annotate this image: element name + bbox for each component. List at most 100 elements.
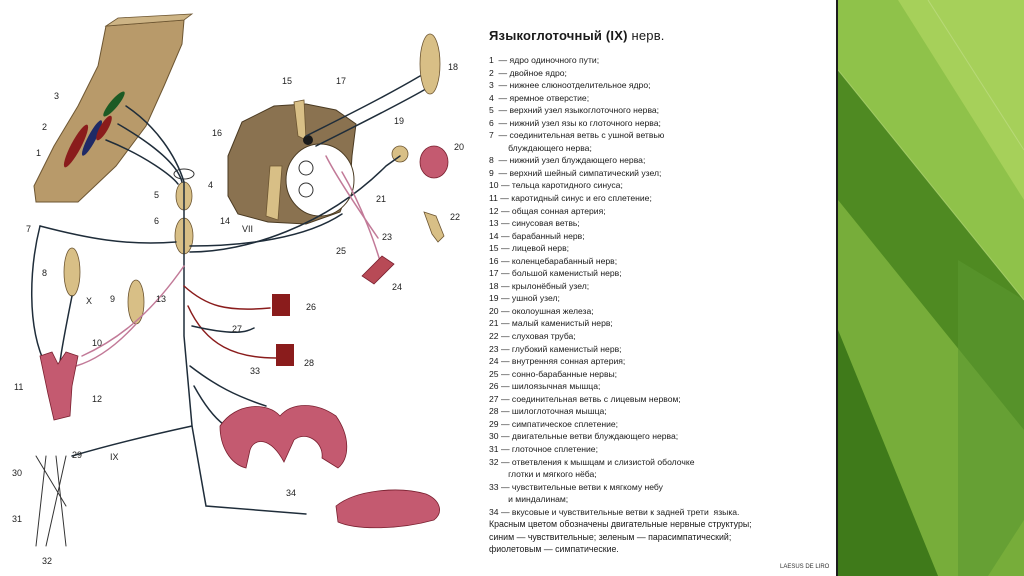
legend-item: 2 — двойное ядро; [489, 67, 567, 78]
label-11: 11 [14, 382, 23, 392]
label-3: 3 [54, 91, 59, 101]
label-roman-ix: IX [110, 452, 119, 462]
label-20: 20 [454, 142, 464, 152]
internal-carotid [361, 255, 395, 285]
temporal-bone [227, 99, 357, 225]
image-credit: LAESUS DE LIRO [780, 564, 830, 570]
label-32: 32 [42, 556, 52, 566]
legend-item: 6 — нижний узел язы ко глоточного нерва; [489, 117, 661, 128]
green-facets [838, 0, 1024, 576]
legend-item: 29 — симпатическое сплетение; [489, 418, 619, 429]
stylohyoid-muscle [272, 294, 290, 316]
label-31: 31 [12, 514, 22, 524]
legend-item: 26 — шилоязычная мышца; [489, 381, 601, 392]
legend-item: 28 — шилоглоточная мышца; [489, 406, 607, 417]
label-12: 12 [92, 394, 102, 404]
glossopharyngeal-figure: 1 2 3 4 5 6 7 8 9 10 11 12 13 14 15 16 1… [6, 6, 832, 570]
legend-item: 8 — нижний узел блуждающего нерва; [489, 155, 646, 166]
legend-item: 14 — барабанный нерв; [489, 230, 585, 241]
label-18: 18 [448, 62, 458, 72]
legend-item: 30 — двигательные ветви блуждающего нерв… [489, 431, 679, 442]
legend-item: 22 — слуховая труба; [489, 331, 576, 342]
label-28: 28 [304, 358, 314, 368]
label-19: 19 [394, 116, 404, 126]
soft-palate [219, 405, 348, 469]
label-10: 10 [92, 338, 102, 348]
color-key-note: Красным цветом обозначены двигательные н… [489, 519, 752, 555]
decorative-green-panel [838, 0, 1024, 576]
tongue [335, 489, 440, 529]
label-26: 26 [306, 302, 316, 312]
auditory-tube [423, 211, 445, 243]
legend-item: 5 — верхний узел языкоглоточного нерва; [489, 105, 660, 116]
label-29: 29 [72, 450, 82, 460]
legend-item: 13 — синусовая ветвь; [489, 218, 580, 229]
legend-item: 3 — нижнее слюноотделительное ядро; [489, 80, 651, 91]
tympanic-cavity [285, 143, 355, 217]
anatomy-diagram: 1 2 3 4 5 6 7 8 9 10 11 12 13 14 15 16 1… [12, 13, 464, 566]
legend-item: 10 — тельца каротидного синуса; [489, 180, 623, 191]
legend-item: 20 — околоушная железа; [489, 305, 594, 316]
legend-item: 17 — большой каменистый нерв; [489, 268, 622, 279]
label-2: 2 [42, 122, 47, 132]
legend-item: 21 — малый каменистый нерв; [489, 318, 613, 329]
legend-item: 4 — яремное отверстие; [489, 92, 590, 103]
label-14: 14 [220, 216, 230, 226]
parotid-gland [419, 145, 449, 179]
figure-title: Языкоглоточный (IX) нерв. [489, 28, 829, 43]
label-17: 17 [336, 76, 346, 86]
legend-list: 1 — ядро одиночного пути; 2 — двойное яд… [489, 54, 829, 518]
label-30: 30 [12, 468, 22, 478]
legend-item: 18 — крылонёбный узел; [489, 280, 590, 291]
legend-panel: Языкоглоточный (IX) нерв. 1 — ядро одино… [489, 28, 829, 568]
legend-item: 33 — чувствительные ветви к мягкому небу… [489, 481, 663, 505]
legend-item: 23 — глубокий каменистый нерв; [489, 343, 622, 354]
label-roman-vii: VII [242, 224, 253, 234]
legend-item: 9 — верхний шейный симпатический узел; [489, 167, 662, 178]
slide-frame: 1 2 3 4 5 6 7 8 9 10 11 12 13 14 15 16 1… [6, 0, 838, 576]
legend-item: 25 — сонно-барабанные нервы; [489, 368, 618, 379]
label-33: 33 [250, 366, 260, 376]
legend-item: 1 — ядро одиночного пути; [489, 55, 600, 65]
legend-item: 11 — каротидный синус и его сплетение; [489, 193, 652, 204]
label-27: 27 [232, 324, 242, 334]
legend-item: 24 — внутренняя сонная артерия; [489, 356, 626, 367]
label-24: 24 [392, 282, 402, 292]
legend-item: 32 — ответвления к мышцам и слизистой об… [489, 456, 695, 480]
label-34: 34 [286, 488, 296, 498]
label-15: 15 [282, 76, 292, 86]
pterygopalatine-ganglion [419, 33, 441, 95]
label-23: 23 [382, 232, 392, 242]
label-25: 25 [336, 246, 346, 256]
organs [39, 145, 449, 529]
legend-item: 34 — вкусовые и чувствительные ветви к з… [489, 506, 740, 517]
legend-item: 27 — соединительная ветвь с лицевым нерв… [489, 393, 681, 404]
carotid-sinus [39, 351, 79, 421]
inferior-ganglion-x [63, 247, 81, 297]
figure-title-suffix: нерв. [627, 28, 665, 43]
label-16: 16 [212, 128, 222, 138]
label-roman-x: X [86, 296, 92, 306]
brainstem-section [33, 13, 194, 203]
label-9: 9 [110, 294, 115, 304]
figure-title-main: Языкоглоточный (IX) [489, 28, 628, 43]
label-22: 22 [450, 212, 460, 222]
legend-item: 31 — глоточное сплетение; [489, 443, 598, 454]
label-8: 8 [42, 268, 47, 278]
salivatory-nucleus [103, 91, 125, 117]
nucleus-ambiguus [81, 120, 103, 156]
legend-item: 12 — общая сонная артерия; [489, 205, 606, 216]
label-6: 6 [154, 216, 159, 226]
label-4: 4 [208, 180, 213, 190]
stylopharyngeus-muscle [276, 344, 294, 366]
label-7: 7 [26, 224, 31, 234]
diagram-labels: 1 2 3 4 5 6 7 8 9 10 11 12 13 14 15 16 1… [12, 62, 464, 566]
superior-cervical-ganglion [127, 279, 145, 325]
legend-item: 19 — ушной узел; [489, 293, 560, 304]
legend-item: 16 — коленцебарабанный нерв; [489, 255, 618, 266]
label-21: 21 [376, 194, 386, 204]
label-13: 13 [156, 294, 166, 304]
label-1: 1 [36, 148, 41, 158]
legend-item: 15 — лицевой нерв; [489, 243, 570, 254]
label-5: 5 [154, 190, 159, 200]
